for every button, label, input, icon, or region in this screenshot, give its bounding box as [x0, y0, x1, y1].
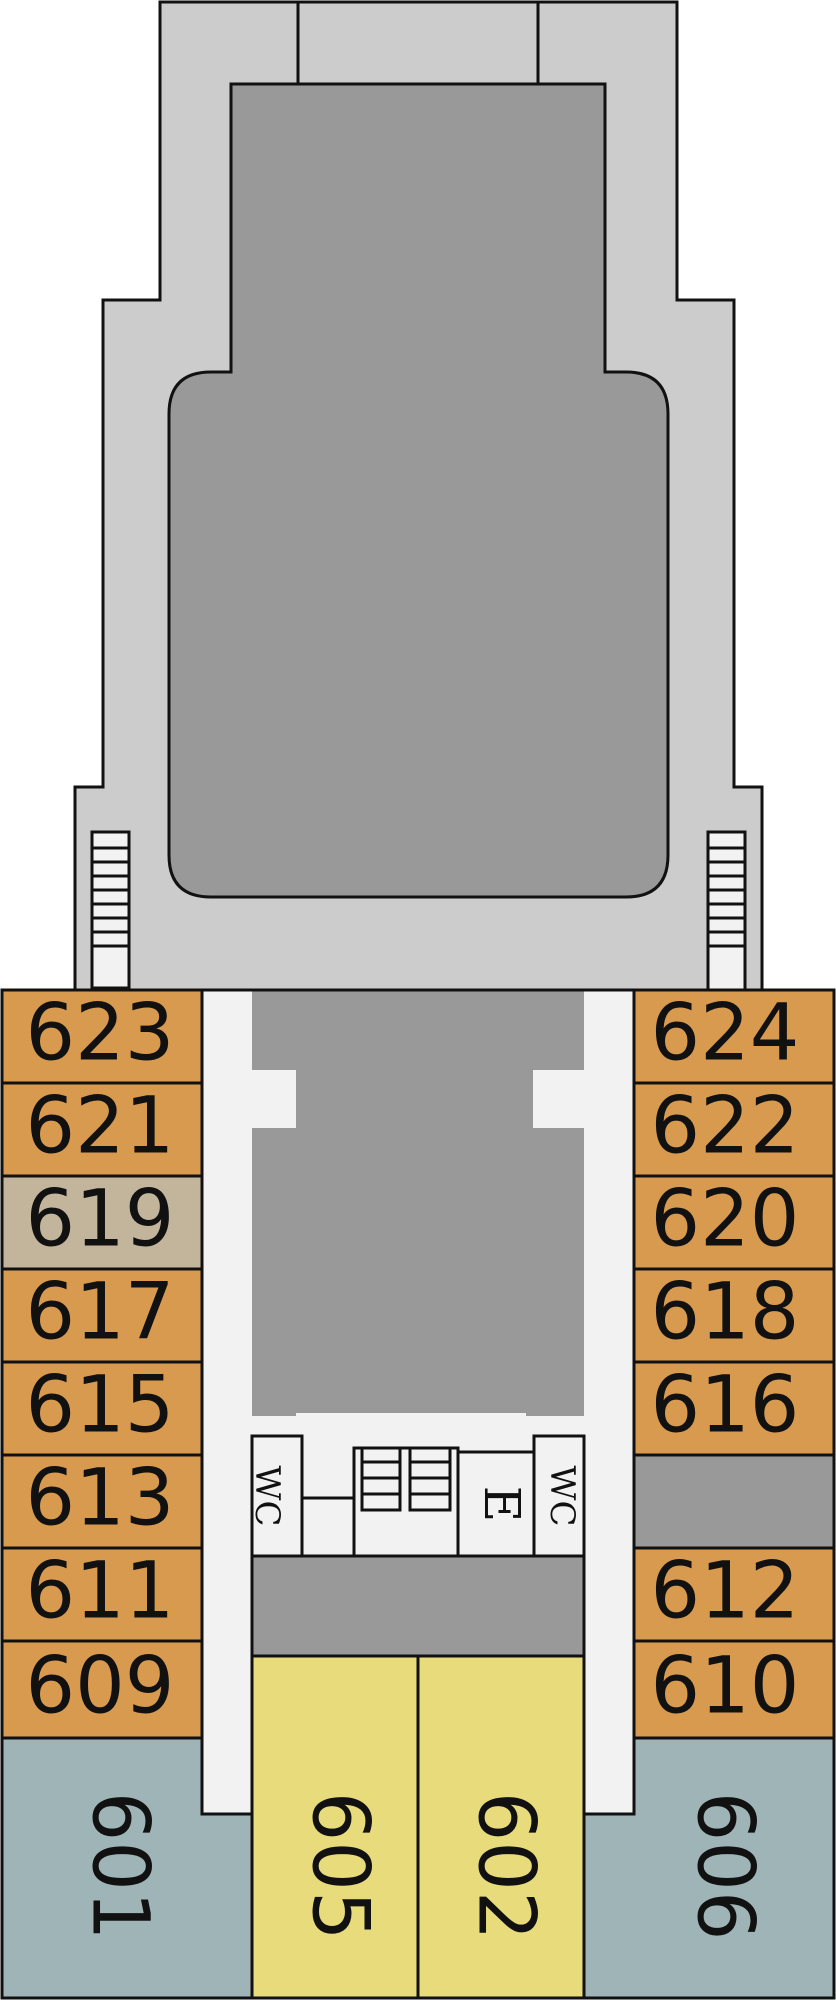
stairs-right	[706, 830, 747, 992]
cabin-616-label: 616	[651, 1360, 800, 1450]
cabin-615-label: 615	[26, 1360, 175, 1450]
cabins-right: 624 622 620 618 616 612 610	[632, 988, 836, 1740]
cabin-602-label: 602	[461, 1792, 551, 1941]
cabin-616[interactable]	[632, 1360, 836, 1457]
cabin-618-label: 618	[651, 1267, 800, 1357]
wc-right-room	[532, 1434, 586, 1558]
cabin-606-label: 606	[680, 1792, 770, 1941]
cabin-609-label: 609	[26, 1641, 175, 1731]
deck-border	[0, 988, 836, 2000]
cabin-612-label: 612	[651, 1546, 800, 1636]
cabin-623-label: 623	[26, 988, 175, 1078]
cabin-621-label: 621	[26, 1081, 175, 1171]
cabin-612[interactable]	[632, 1546, 836, 1643]
cabin-610[interactable]	[632, 1639, 836, 1740]
service-room-right	[632, 1453, 836, 1550]
cabin-617-label: 617	[26, 1267, 175, 1357]
cabin-622-label: 622	[651, 1081, 800, 1171]
corridor-outline	[200, 990, 636, 1816]
wc-right-label: WC	[542, 1466, 582, 1527]
cabin-602[interactable]	[416, 1654, 586, 2000]
cabin-619-label: 619	[26, 1174, 175, 1264]
lower-service-block	[250, 1554, 586, 1658]
cabin-622[interactable]	[632, 1081, 836, 1178]
cabin-611-label: 611	[26, 1546, 175, 1636]
cabin-620[interactable]	[632, 1174, 836, 1271]
stairs-left	[90, 830, 131, 990]
cabin-611[interactable]	[0, 1546, 204, 1643]
wc-left-room	[250, 1434, 304, 1558]
cabin-601-label: 601	[75, 1792, 165, 1941]
cabin-617[interactable]	[0, 1267, 204, 1364]
cabin-605-label: 605	[295, 1792, 385, 1941]
cabin-620-label: 620	[651, 1174, 800, 1264]
service-core: WC E WC	[247, 1434, 586, 1558]
cabins-left: 623 621 619 617 615 613 611 609	[0, 988, 204, 1740]
cabin-613-label: 613	[26, 1453, 175, 1543]
open-area	[167, 82, 670, 899]
cabin-610-label: 610	[651, 1641, 800, 1731]
wc-left-label: WC	[247, 1466, 287, 1527]
cabin-624-label: 624	[651, 988, 800, 1078]
cabin-605[interactable]	[250, 1654, 420, 2000]
elevator-label: E	[473, 1486, 531, 1523]
atrium	[252, 990, 584, 1416]
